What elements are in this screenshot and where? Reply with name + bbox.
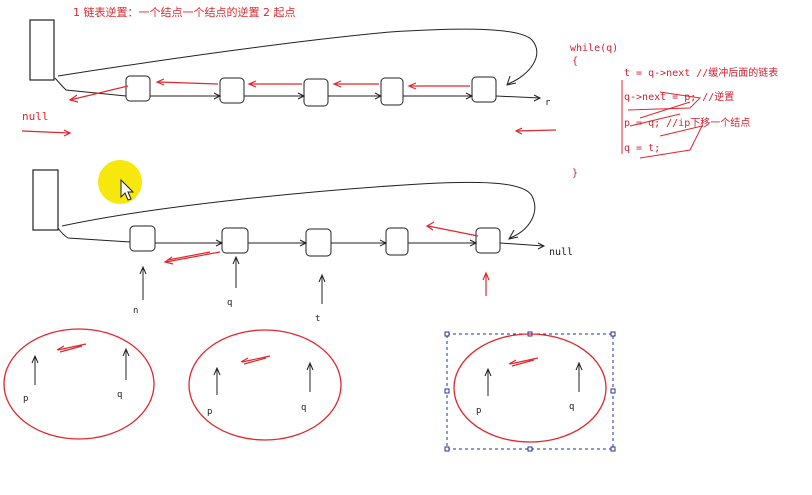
circle1-q-label: q: [117, 390, 123, 400]
code-line-advance-p: p = q; //ip下移一个结点: [624, 118, 751, 129]
circle2-p-label: p: [207, 407, 213, 417]
circle3-p-label: p: [476, 406, 482, 416]
node-top-2: [219, 77, 245, 104]
circle2-q-label: q: [301, 403, 307, 413]
null-label-bottom: null: [549, 247, 574, 258]
circle1-p-label: p: [23, 394, 29, 404]
top-forward-links: [54, 28, 542, 102]
t-pointer-label: t: [315, 314, 321, 324]
node-top-3: [303, 78, 329, 107]
circle-state-3: [453, 333, 607, 443]
cut-label-top: r: [545, 98, 551, 108]
null-label-top: null: [22, 110, 49, 123]
node-bottom-4: [385, 227, 409, 256]
code-line-while: while(q): [570, 43, 619, 54]
circle-state-1: [3, 328, 155, 440]
code-line-close-brace: }: [572, 168, 579, 179]
page-title: 1 链表逆置：一个结点一个结点的逆置 2 起点: [73, 6, 296, 19]
node-bottom-5: [475, 227, 501, 254]
node-top-4: [380, 77, 404, 106]
bottom-reverse-links: [163, 221, 490, 296]
bottom-forward-links: [57, 181, 546, 304]
circle-state-2: [188, 329, 342, 441]
code-scribbles: [621, 80, 703, 159]
code-line-advance-q: q = t;: [624, 143, 661, 154]
code-line-reverse: q->next = p; //逆置: [624, 92, 735, 103]
head-box-top: [29, 19, 55, 81]
q-pointer-label: q: [227, 298, 233, 308]
node-bottom-1: [129, 225, 156, 252]
code-line-buffer: t = q->next //缓冲后面的链表: [624, 68, 779, 79]
top-reverse-links: [21, 78, 557, 137]
node-top-1: [125, 75, 151, 102]
node-bottom-2: [221, 227, 249, 254]
selection-box[interactable]: [444, 331, 616, 452]
node-bottom-3: [305, 228, 332, 257]
mouse-pointer-icon: [120, 178, 135, 201]
code-line-open-brace: {: [572, 56, 579, 67]
p-pointer-label: n: [133, 306, 139, 316]
cursor-highlight: [98, 160, 142, 204]
head-box-bottom: [32, 169, 59, 231]
circle3-q-label: q: [569, 402, 575, 412]
node-top-5: [471, 76, 497, 103]
